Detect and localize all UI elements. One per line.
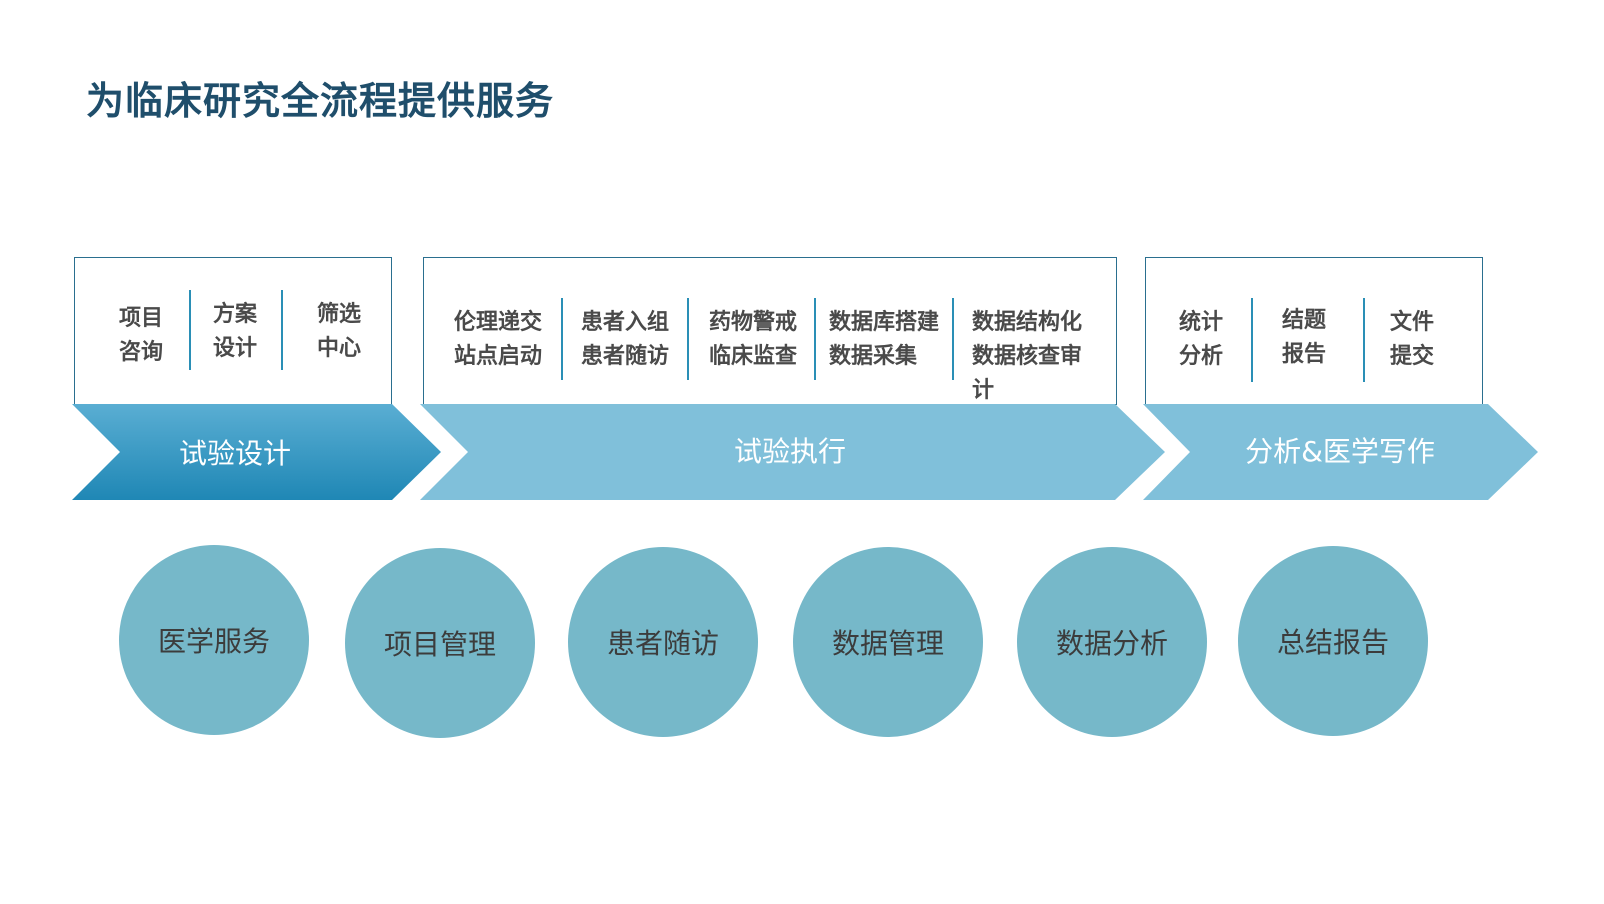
item-pharmacovigilance: 药物警戒临床监查 — [709, 310, 798, 369]
page-title: 为临床研究全流程提供服务 — [86, 79, 555, 123]
item-data-structuring: 数据结构化数据核查审计 — [972, 310, 1083, 403]
item-site-screening: 筛选中心 — [317, 302, 362, 361]
item-protocol-design: 方案设计 — [213, 302, 258, 361]
phase-label-execution: 试验执行 — [733, 435, 846, 468]
item-project-consulting: 项目咨询 — [119, 306, 164, 365]
divider — [189, 290, 191, 370]
item-ethics-site-start: 伦理递交站点启动 — [454, 310, 543, 369]
item-patient-enrollment: 患者入组患者随访 — [581, 310, 670, 369]
service-data-analysis: 数据分析 — [1017, 547, 1207, 737]
item-database-build: 数据库搭建数据采集 — [829, 310, 940, 369]
phase-box-analysis: 统计分析 结题报告 文件提交 — [1145, 257, 1483, 405]
item-statistical-analysis: 统计分析 — [1179, 310, 1224, 369]
phase-label-design: 试验设计 — [178, 437, 291, 470]
divider — [952, 298, 954, 380]
divider — [687, 298, 689, 380]
arrow-design — [72, 404, 441, 500]
service-data-management: 数据管理 — [793, 547, 983, 737]
divider — [281, 290, 283, 370]
phase-box-design: 项目咨询 方案设计 筛选中心 — [74, 257, 392, 405]
arrow-analysis — [1143, 404, 1538, 500]
divider — [1363, 298, 1365, 382]
item-document-submission: 文件提交 — [1390, 310, 1435, 369]
divider — [1251, 298, 1253, 382]
service-project-management: 项目管理 — [345, 548, 535, 738]
phase-box-execution: 伦理递交站点启动 患者入组患者随访 药物警戒临床监查 数据库搭建数据采集 数据结… — [423, 257, 1117, 405]
item-final-report: 结题报告 — [1282, 308, 1327, 367]
divider — [814, 298, 816, 380]
arrow-execution — [420, 404, 1165, 500]
service-medical: 医学服务 — [119, 545, 309, 735]
phase-label-analysis: 分析&医学写作 — [1245, 435, 1435, 468]
service-patient-followup: 患者随访 — [568, 547, 758, 737]
divider — [561, 298, 563, 380]
service-summary-report: 总结报告 — [1238, 546, 1428, 736]
